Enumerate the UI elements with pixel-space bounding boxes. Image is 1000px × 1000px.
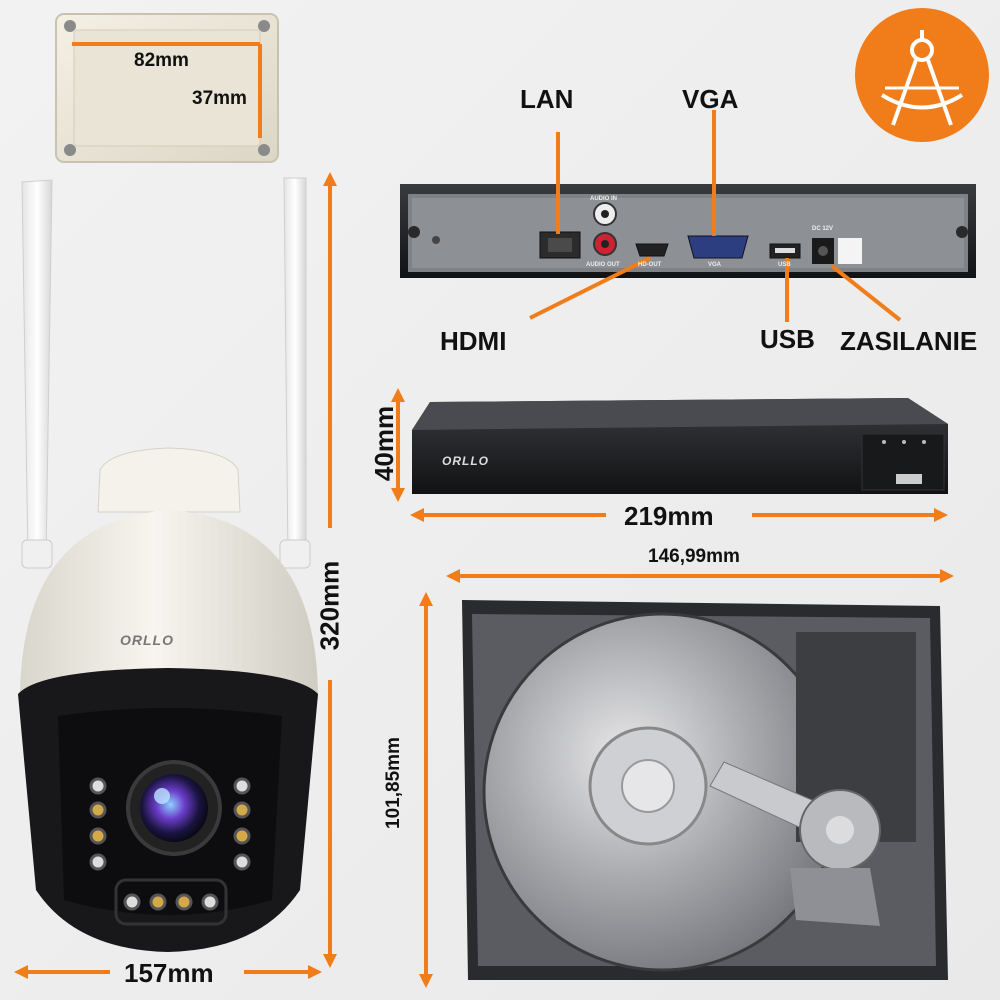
camera-width-label: 157mm xyxy=(124,958,214,988)
hdmi-out-text: HD-OUT xyxy=(638,262,662,268)
nvr-width-label: 219mm xyxy=(624,501,714,531)
drafting-compass-icon xyxy=(855,8,989,142)
lan-port-label: LAN xyxy=(520,84,574,114)
audio-in-text: AUDIO IN xyxy=(590,196,617,202)
power-port-label: ZASILANIE xyxy=(840,326,978,356)
usb-port-label: USB xyxy=(760,324,815,354)
camera-height-label: 320mm xyxy=(314,560,345,651)
hdd-height-label: 101,85mm xyxy=(382,737,404,829)
hdmi-port-label: HDMI xyxy=(440,326,507,356)
camera-brand-logo: ORLLO xyxy=(120,632,174,648)
nvr-height-label: 40mm xyxy=(369,405,400,482)
hard-disk-drive xyxy=(419,569,954,988)
nvr-back-panel xyxy=(400,110,976,322)
junction-box-width-label: 82mm xyxy=(134,50,189,71)
usb-panel-text: USB xyxy=(778,262,791,268)
vga-panel-text: VGA xyxy=(708,262,722,268)
audio-out-text: AUDIO OUT xyxy=(586,262,620,268)
dc-panel-text: DC 12V xyxy=(812,226,834,232)
junction-box xyxy=(55,13,279,163)
junction-box-height-label: 37mm xyxy=(192,88,247,109)
nvr-front-unit xyxy=(391,388,948,522)
vga-port-label: VGA xyxy=(682,84,739,114)
hdd-width-label: 146,99mm xyxy=(648,546,740,567)
ptz-camera xyxy=(14,172,337,979)
nvr-brand-logo: ORLLO xyxy=(442,454,489,468)
